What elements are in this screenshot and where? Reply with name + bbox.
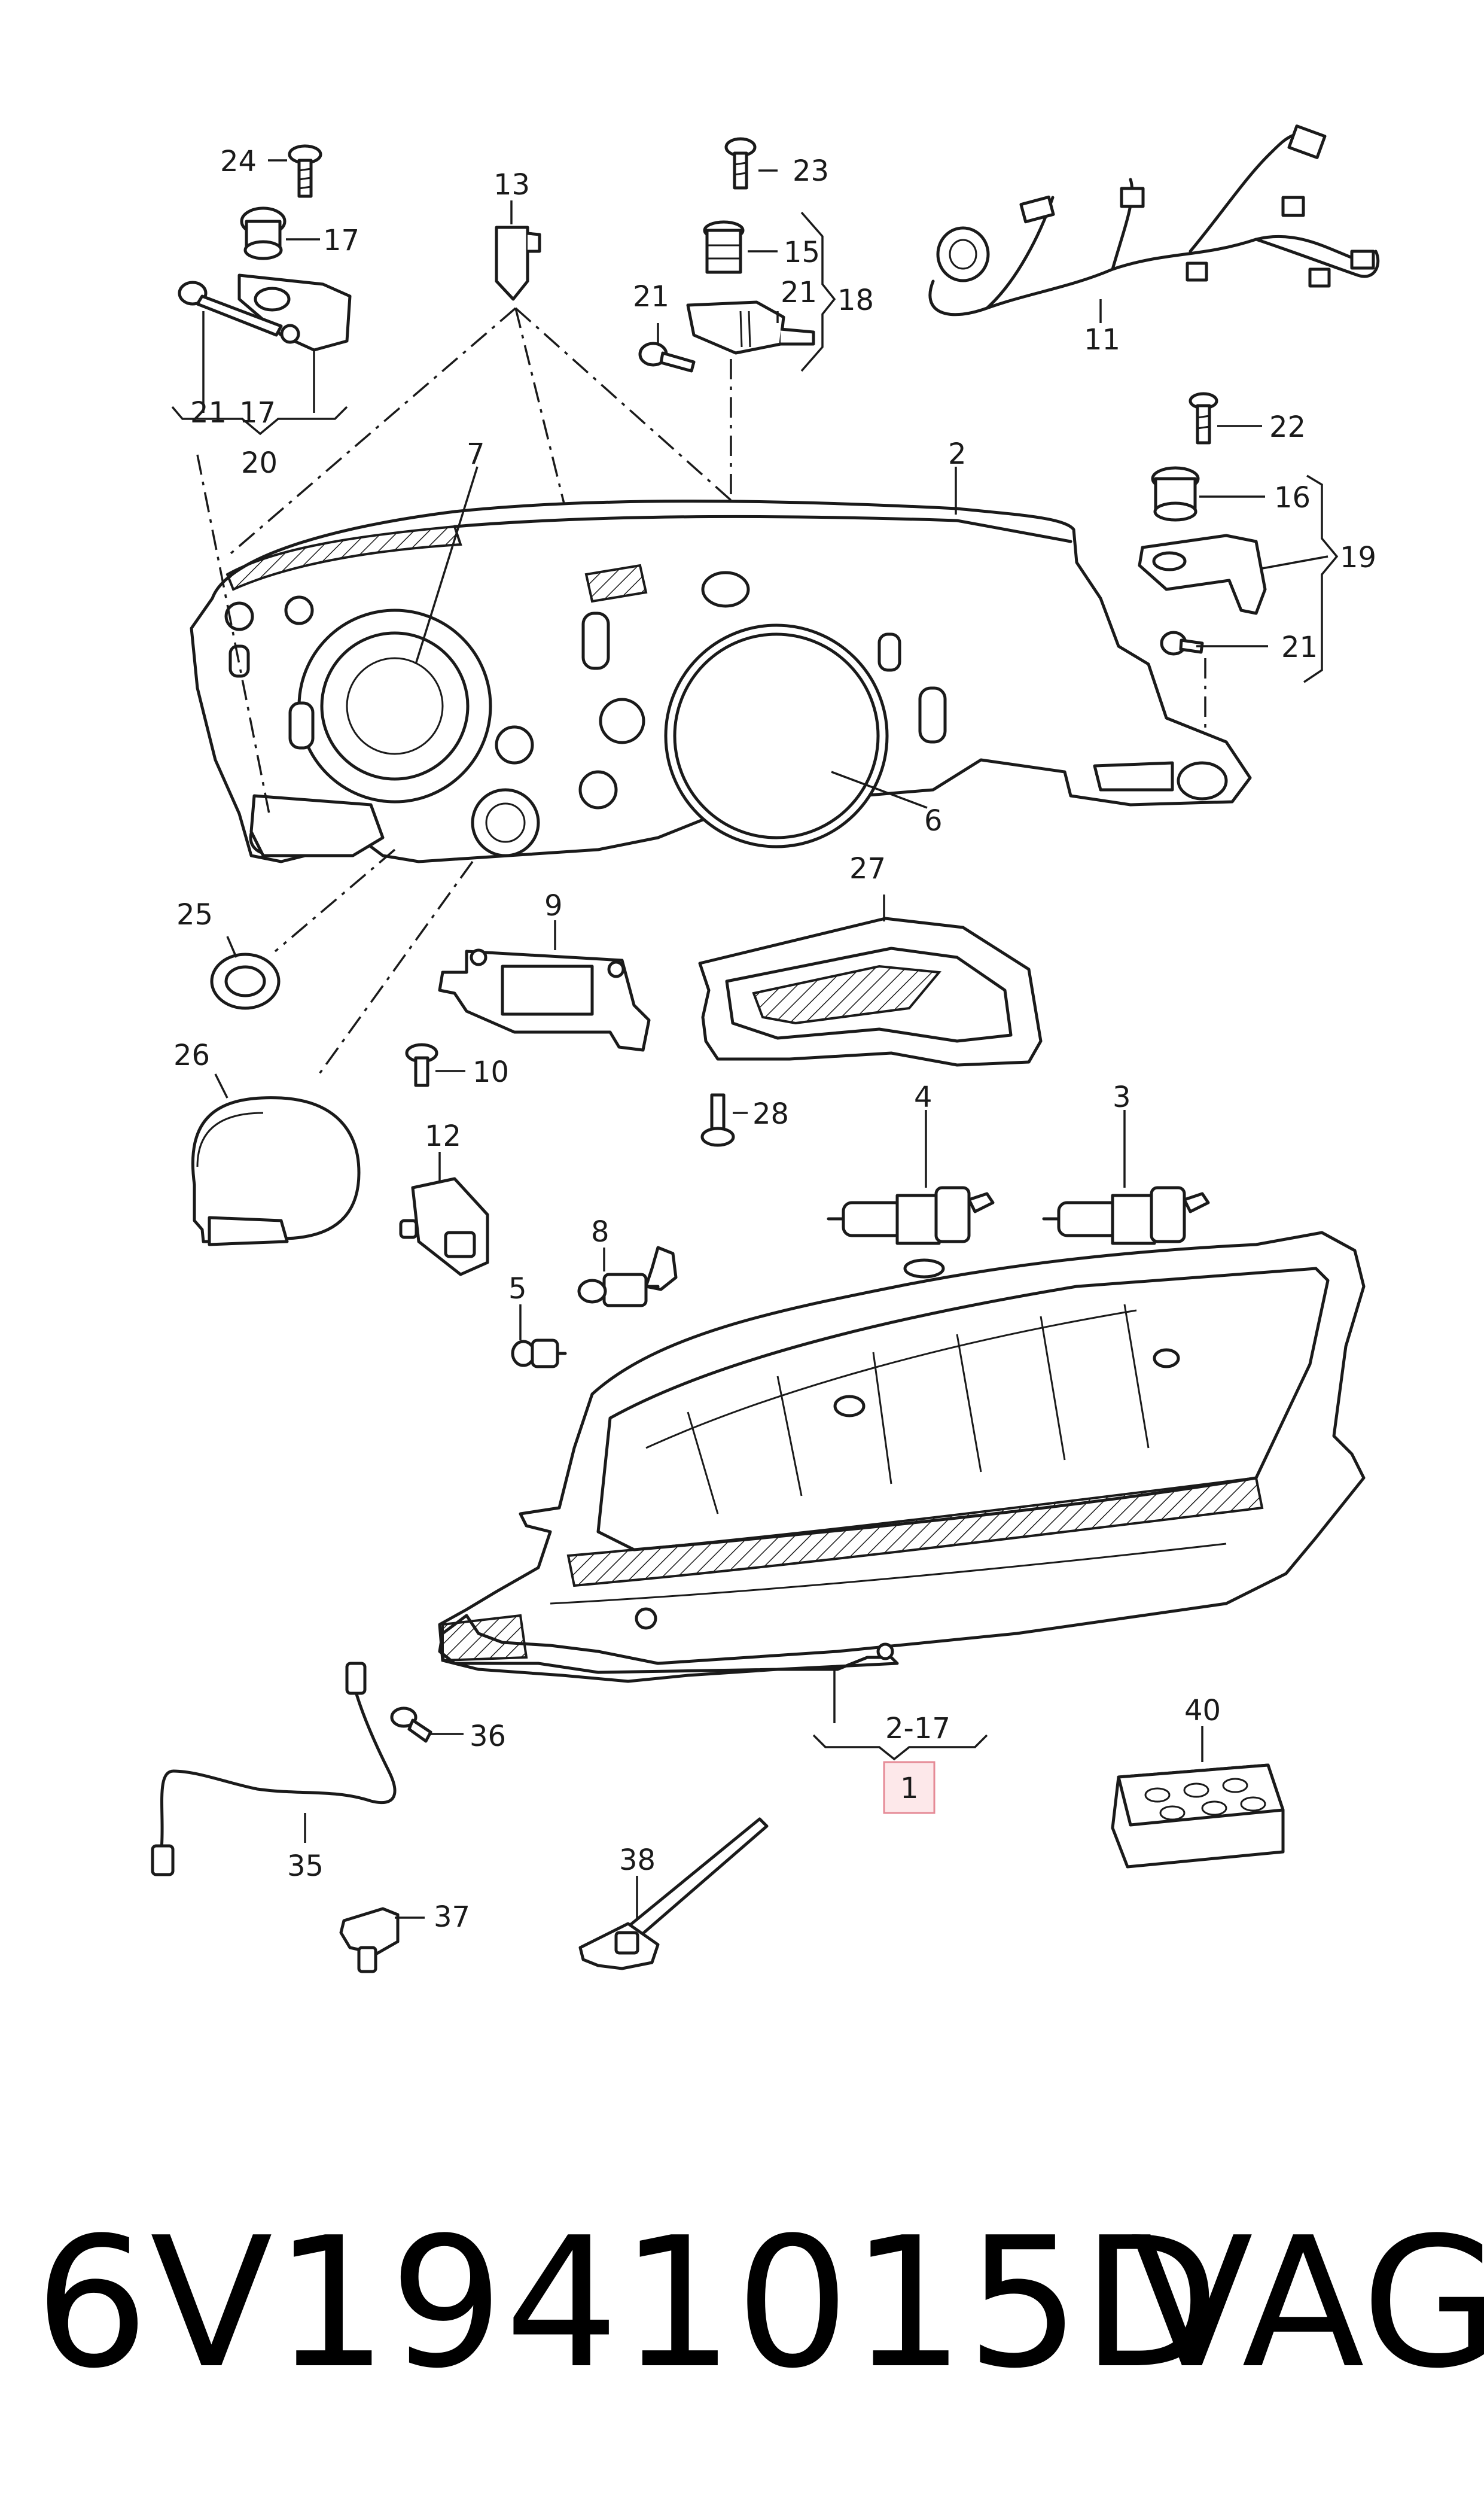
part-35-cable	[151, 1662, 397, 1876]
callout-22: 22	[1269, 410, 1306, 444]
callout-3: 3	[1113, 1081, 1131, 1114]
callout-range: 2-17	[885, 1712, 950, 1745]
callout-21-left: 21	[190, 396, 227, 430]
callout-37: 37	[434, 1900, 470, 1934]
part-9-control-module	[438, 948, 651, 1052]
callout-4: 4	[914, 1081, 933, 1114]
callout-21-top: 21	[633, 280, 669, 314]
callout-25: 25	[176, 898, 213, 932]
part-8-bulb-holder	[577, 1246, 678, 1307]
callout-27: 27	[849, 852, 886, 886]
part-27-frame-seal	[698, 917, 1043, 1067]
callout-15: 15	[784, 236, 820, 269]
part-number-label: 6V1941015D	[35, 2199, 1221, 2408]
callout-8: 8	[591, 1215, 610, 1249]
callout-16: 16	[1274, 481, 1311, 515]
part-21-screw-right	[1160, 631, 1204, 656]
callout-7: 7	[467, 437, 485, 471]
part-1-complete-headlight	[438, 1231, 1366, 1683]
part-25-grommet-ring	[210, 953, 281, 1010]
part-37-clip	[339, 1907, 400, 1973]
part-21-screw-left	[178, 281, 283, 337]
callout-9: 9	[544, 889, 563, 923]
part-13-clip	[495, 226, 541, 301]
callout-17-top: 17	[323, 224, 359, 257]
callout-26: 26	[173, 1039, 210, 1072]
part-12-bulb-socket	[399, 1177, 489, 1276]
callout-11: 11	[1084, 323, 1120, 357]
part-26-bulb-cap	[191, 1096, 361, 1246]
part-24-screw	[288, 144, 322, 198]
callout-24: 24	[220, 145, 257, 178]
callout-13: 13	[493, 168, 530, 202]
part-17-grommet	[240, 206, 287, 260]
highlight-part-1	[883, 1761, 936, 1814]
part-2-headlight-housing	[190, 500, 1252, 863]
part-3-bulb	[1042, 1186, 1210, 1245]
callout-21-right: 21	[781, 276, 817, 309]
callout-28: 28	[752, 1097, 789, 1131]
callout-1: 1	[900, 1772, 919, 1805]
callout-23: 23	[793, 154, 829, 188]
part-10-screw	[405, 1043, 438, 1087]
part-36-screw	[390, 1706, 432, 1743]
callout-17-bottom: 17	[239, 396, 276, 430]
part-4-bulb	[827, 1186, 995, 1245]
callout-40: 40	[1184, 1694, 1221, 1727]
callout-18: 18	[837, 284, 874, 317]
part-38-cable-tie	[578, 1817, 769, 1970]
part-18-adjuster-bracket	[686, 300, 815, 355]
part-40-foam-pad	[1111, 1763, 1285, 1869]
callout-10: 10	[473, 1055, 509, 1089]
part-15-nut	[703, 220, 745, 274]
part-5-bulb	[511, 1338, 567, 1368]
part-28-screw	[700, 1093, 735, 1147]
part-19-bracket	[1138, 534, 1267, 615]
part-22-screw	[1189, 392, 1218, 445]
part-21-screw-top	[638, 342, 696, 373]
brand-label: VAG	[1130, 2199, 1484, 2408]
callout-35: 35	[287, 1849, 324, 1883]
part-20-bracket	[237, 273, 352, 352]
callout-38: 38	[619, 1843, 656, 1877]
callout-2: 2	[948, 437, 967, 471]
callout-5: 5	[508, 1272, 527, 1306]
callout-20: 20	[241, 446, 278, 480]
callout-6: 6	[924, 804, 943, 838]
part-16-grommet	[1151, 466, 1200, 522]
callout-36: 36	[470, 1720, 506, 1753]
part-23-screw	[724, 137, 757, 190]
callout-19: 19	[1340, 541, 1376, 574]
callout-12: 12	[425, 1119, 461, 1153]
part-11-wiring-harness	[928, 124, 1380, 317]
callout-21-lower-right: 21	[1281, 631, 1318, 664]
